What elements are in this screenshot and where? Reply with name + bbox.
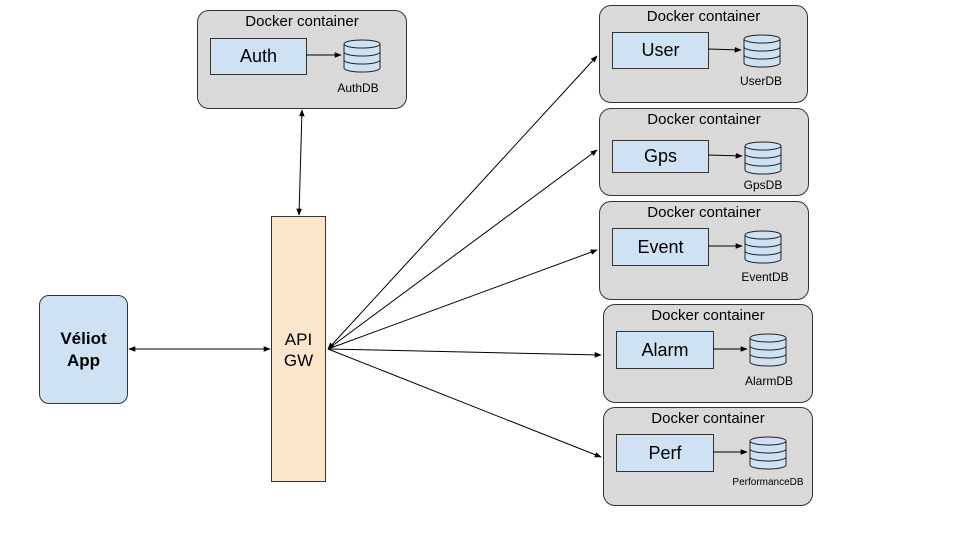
service-perf: Perf — [616, 434, 714, 472]
db-label-alarmdb: AlarmDB — [744, 374, 793, 388]
service-event: Event — [612, 228, 709, 266]
db-label-performancedb: PerformanceDB — [732, 477, 804, 488]
container-user: Docker container User UserDB — [599, 5, 808, 103]
service-auth: Auth — [210, 38, 307, 75]
service-alarm: Alarm — [616, 331, 714, 369]
service-user: User — [612, 32, 709, 69]
container-alarm: Docker container Alarm AlarmDB — [603, 304, 813, 403]
service-db-arrow — [707, 47, 742, 53]
service-gps: Gps — [612, 140, 709, 173]
db-label-gpsdb: GpsDB — [743, 178, 783, 192]
container-event: Docker container Event EventDB — [599, 201, 809, 300]
container-perf: Docker container Perf PerformanceDB — [603, 407, 813, 506]
gateway-auth-arrow — [296, 109, 305, 216]
container-title: Docker container — [646, 8, 761, 25]
container-title: Docker container — [647, 111, 761, 128]
veliot-app-label: Véliot App — [60, 329, 107, 370]
api-gateway-label: API GW — [283, 330, 314, 370]
container-title: Docker container — [647, 204, 761, 221]
db-label-eventdb: EventDB — [741, 270, 789, 284]
veliot-app: Véliot App — [39, 295, 128, 404]
service-db-arrow — [707, 153, 743, 159]
gateway-gps-arrow — [327, 149, 598, 350]
gateway-event-arrow — [327, 249, 598, 350]
container-title: Docker container — [245, 13, 359, 30]
container-title: Docker container — [651, 307, 765, 324]
gateway-alarm-arrow — [327, 348, 602, 358]
db-label-userdb: UserDB — [739, 74, 782, 88]
gateway-user-arrow — [327, 55, 598, 350]
container-title: Docker container — [651, 410, 765, 427]
gateway-perf-arrow — [327, 348, 602, 458]
api-gateway: API GW — [271, 216, 326, 482]
container-gps: Docker container Gps GpsDB — [599, 108, 809, 196]
